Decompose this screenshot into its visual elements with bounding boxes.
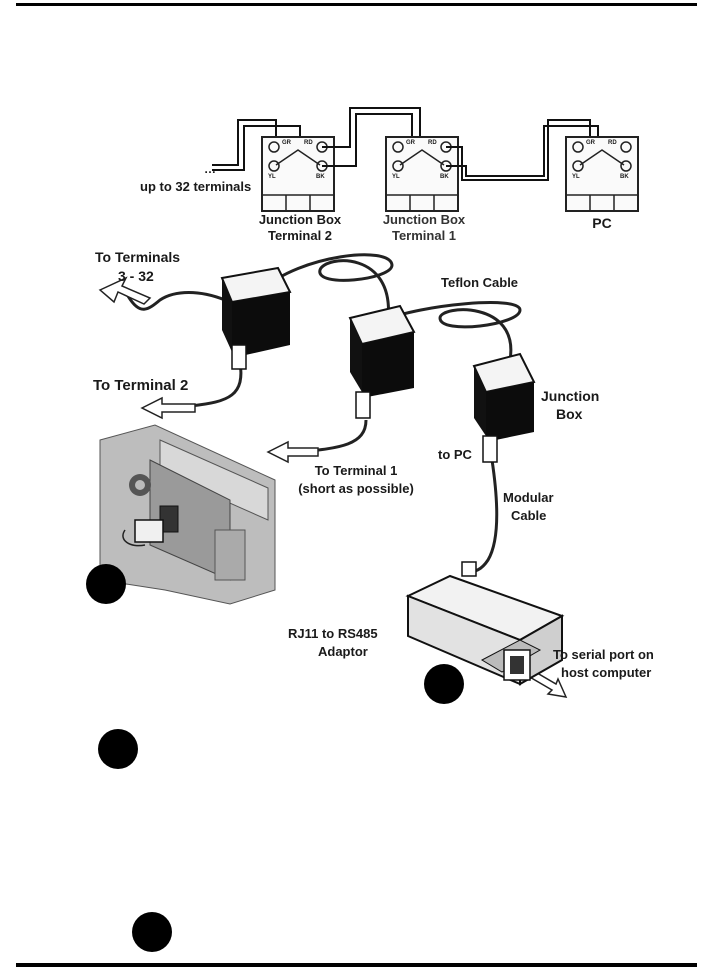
junction-box-label-line2: Box	[556, 406, 583, 422]
pin-label-bk: BK	[316, 174, 325, 180]
pc-label: PC	[592, 215, 611, 231]
pc-box-schematic: GR RD YL BK	[566, 137, 638, 211]
marker-3-circle	[98, 729, 138, 769]
pin-label-bk: BK	[440, 174, 449, 180]
rj11-adaptor-label-line2: Adaptor	[318, 644, 368, 659]
junction-box-terminal-2-label-line2: Terminal 2	[268, 228, 332, 243]
to-terminal-1-label-line1: To Terminal 1	[315, 463, 398, 478]
junction-box-terminal-1-label-line2: Terminal 1	[392, 228, 456, 243]
to-terminal-2-label: To Terminal 2	[93, 377, 188, 394]
schematic: … GR RD YL BK GR RD YL BK	[140, 108, 638, 243]
rj11-rs485-adaptor	[408, 562, 562, 684]
illustration: To Terminals 3 - 32 Teflon Cable To Term…	[93, 249, 654, 697]
marker-2-circle	[424, 664, 464, 704]
cable-to-terminal-1	[300, 420, 366, 452]
modular-cable-label-line1: Modular	[503, 490, 554, 505]
rj11-adaptor-label-line1: RJ11 to RS485	[288, 626, 378, 641]
junction-box-terminal-1-label-line1: Junction Box	[383, 212, 466, 227]
junction-box-1-illustration	[350, 306, 414, 418]
arrow-to-terminal-1	[268, 442, 318, 462]
pin-label-gr: GR	[406, 140, 416, 146]
terminal-device-photo	[100, 425, 275, 604]
to-pc-label: to PC	[438, 447, 473, 462]
marker-4-circle	[132, 912, 172, 952]
pin-label-gr: GR	[586, 140, 596, 146]
junction-box-terminal-2-label-line1: Junction Box	[259, 212, 342, 227]
modular-cable	[468, 460, 497, 572]
junction-box-2-illustration	[222, 268, 290, 369]
pin-label-rd: RD	[428, 140, 437, 146]
continuation-mark: …	[204, 162, 216, 176]
pin-label-bk: BK	[620, 174, 629, 180]
pin-label-yl: YL	[268, 174, 276, 180]
pin-label-rd: RD	[304, 140, 313, 146]
junction-box-pc-illustration	[474, 354, 534, 462]
junction-box-terminal-1-schematic: GR RD YL BK	[386, 137, 458, 211]
junction-box-label-line1: Junction	[541, 388, 599, 404]
to-terminals-label-line1: To Terminals	[95, 249, 180, 265]
teflon-cable-label: Teflon Cable	[441, 275, 518, 290]
serial-port-label-line1: To serial port on	[553, 647, 654, 662]
to-terminals-label-line2: 3 - 32	[118, 268, 154, 284]
pin-label-rd: RD	[608, 140, 617, 146]
arrow-to-terminal-2	[142, 398, 195, 418]
up-to-32-terminals-label: up to 32 terminals	[140, 179, 251, 194]
pin-label-yl: YL	[572, 174, 580, 180]
modular-cable-label-line2: Cable	[511, 508, 546, 523]
to-terminal-1-label-line2: (short as possible)	[298, 481, 414, 496]
junction-box-terminal-2-schematic: GR RD YL BK	[262, 137, 334, 211]
pin-label-gr: GR	[282, 140, 292, 146]
serial-port-label-line2: host computer	[561, 665, 651, 680]
pin-label-yl: YL	[392, 174, 400, 180]
marker-1-circle	[86, 564, 126, 604]
